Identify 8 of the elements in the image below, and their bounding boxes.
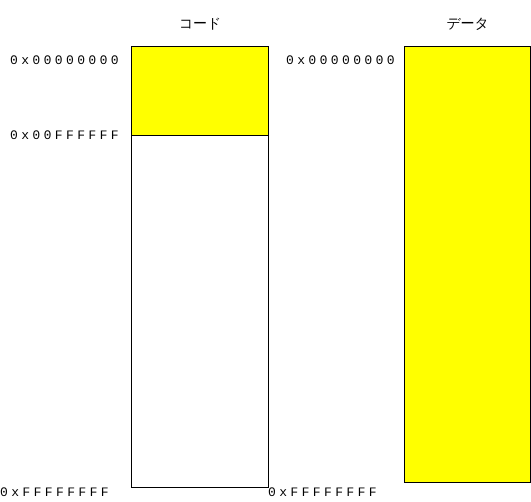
address-label: 0xFFFFFFFF	[0, 486, 112, 500]
address-label: 0x00000000	[10, 54, 122, 68]
address-label: 0xFFFFFFFF	[268, 486, 380, 500]
memory-region	[131, 46, 269, 136]
column-heading: コード	[178, 15, 222, 33]
address-label: 0x00000000	[286, 54, 398, 68]
address-label: 0x00FFFFFF	[10, 129, 122, 143]
column-heading: データ	[446, 15, 490, 33]
